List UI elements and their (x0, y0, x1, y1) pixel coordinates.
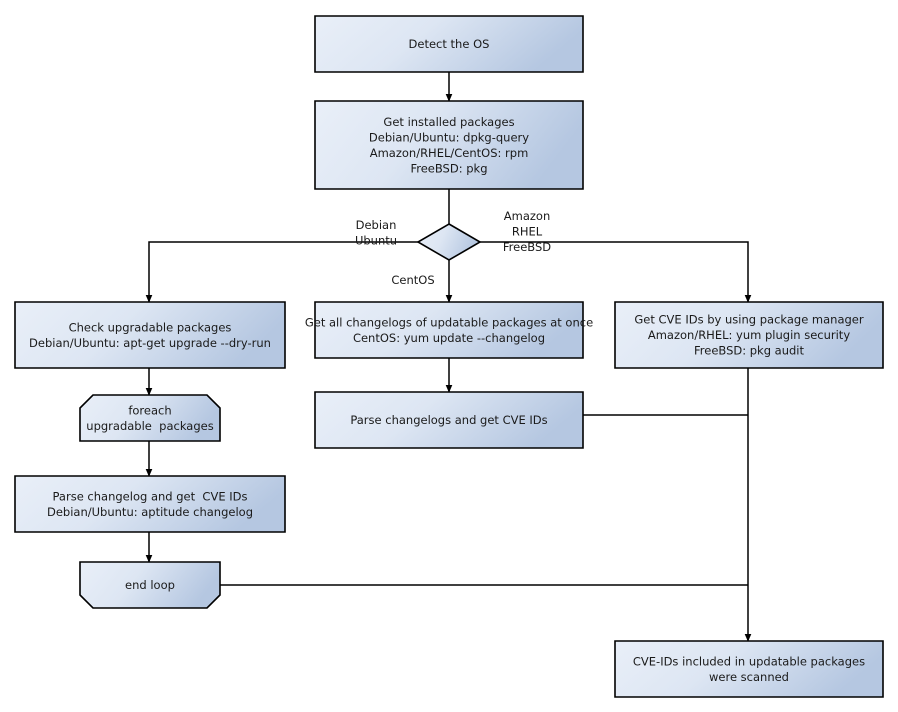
node-shape-get-all-changelogs (314, 301, 584, 359)
edges-layer (145, 72, 752, 642)
node-label-parse-changelogs-get-cve-ids: Parse changelogs and get CVE IDs (350, 413, 547, 427)
node-get-all-changelogs[interactable]: Get all changelogs of updatable packages… (305, 301, 593, 359)
node-shape-check-upgradable-packages (14, 301, 286, 369)
node-shape-get-cve-ids-package-manager (614, 301, 884, 369)
node-shape-parse-changelogs-get-cve-ids (314, 391, 584, 449)
node-label-detect-os: Detect the OS (409, 37, 490, 51)
node-detect-os[interactable]: Detect the OS (314, 15, 584, 73)
node-label-get-all-changelogs: Get all changelogs of updatable packages… (305, 315, 593, 345)
node-shape-foreach-loop-start (79, 394, 221, 442)
node-label-end-loop: end loop (125, 578, 175, 592)
node-shape-scan-complete (614, 640, 884, 698)
node-shape-end-loop (79, 561, 221, 609)
node-shape-detect-os (314, 15, 584, 73)
node-parse-changelogs-get-cve-ids[interactable]: Parse changelogs and get CVE IDs (314, 391, 584, 449)
connector-edge-decision-to-cve-pkgmgr (480, 241, 752, 303)
node-shape-get-installed-packages (314, 100, 584, 190)
node-os-decision[interactable] (416, 223, 482, 261)
connector-edge-decision-to-check-upgradable (145, 241, 418, 303)
edge-label-label-centos: CentOS (391, 273, 434, 287)
node-shape-os-decision (416, 223, 482, 261)
node-shape-parse-changelog-get-cve-ids (14, 475, 286, 533)
node-end-loop[interactable]: end loop (79, 561, 221, 609)
